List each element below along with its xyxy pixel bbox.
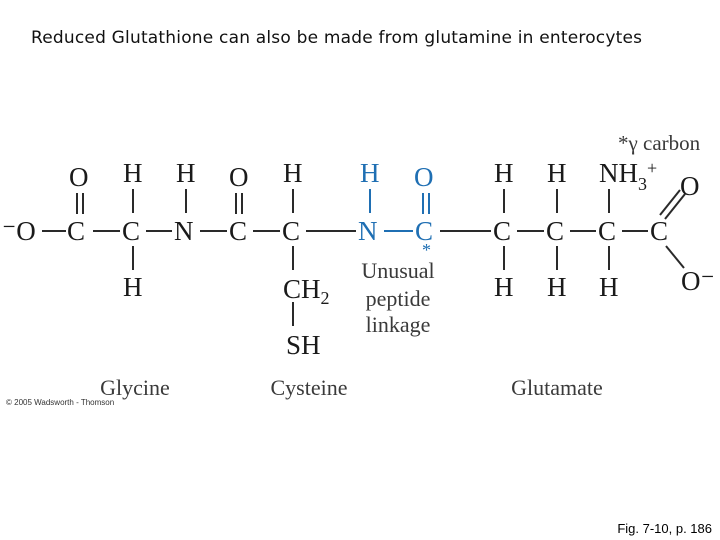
atom-c1: C [67, 216, 85, 246]
atom-c3: C [229, 216, 247, 246]
residue-label-glycine: Glycine [100, 375, 170, 400]
linkage-label-line3: linkage [366, 312, 431, 337]
copyright-text: © 2005 Wadsworth - Thomson [6, 398, 115, 407]
linkage-label-line2: peptide [366, 286, 431, 311]
atom-h-top-4: H [283, 158, 303, 188]
atom-o-minus-right: O⁻ [681, 266, 715, 296]
main-chain: ⁻O C C N C C N C C C C C [2, 216, 668, 246]
atom-h-bottom-7: H [547, 272, 567, 302]
atom-h-top-2: H [123, 158, 143, 188]
bottom-substituents: H CH2 SH H H H O⁻ [123, 245, 715, 360]
atom-o-top-5: O [414, 162, 434, 192]
atom-c5: C [415, 216, 433, 246]
atom-o-minus-left: ⁻O [2, 216, 36, 246]
atom-h-top-7: H [547, 158, 567, 188]
atom-n2: N [358, 216, 378, 246]
residue-label-cysteine: Cysteine [271, 375, 348, 400]
atom-c6: C [493, 216, 511, 246]
atom-c4: C [282, 216, 300, 246]
atom-h-bottom-6: H [494, 272, 514, 302]
linkage-label-line1: Unusual [361, 258, 434, 283]
atom-sh: SH [286, 330, 321, 360]
atom-h-bottom-2: H [123, 272, 143, 302]
glutathione-structure-diagram: ⁻O C C N C C N C C C C C O H H O [2, 131, 715, 400]
atom-nh3-top-8: NH3+ [599, 158, 657, 194]
asterisk-marker: * [422, 240, 431, 260]
figure-reference: Fig. 7-10, p. 186 [617, 521, 712, 536]
residue-label-glutamate: Glutamate [511, 375, 603, 400]
atom-ch2: CH2 [283, 274, 330, 308]
atom-h-top-n2: H [360, 158, 380, 188]
atom-n1: N [174, 216, 194, 246]
atom-c2: C [122, 216, 140, 246]
top-substituents: O H H O H H O H H NH3+ O [69, 158, 700, 220]
slide-title: Reduced Glutathione can also be made fro… [31, 28, 643, 48]
atom-o-top-9: O [680, 171, 700, 201]
atom-h-bottom-8: H [599, 272, 619, 302]
atom-c8: C [598, 216, 616, 246]
atom-o-top-3: O [229, 162, 249, 192]
atom-h-top-n1: H [176, 158, 196, 188]
atom-c9: C [650, 216, 668, 246]
gamma-carbon-label: *γ carbon [618, 131, 701, 155]
atom-h-top-6: H [494, 158, 514, 188]
atom-c7: C [546, 216, 564, 246]
atom-o-top-1: O [69, 162, 89, 192]
